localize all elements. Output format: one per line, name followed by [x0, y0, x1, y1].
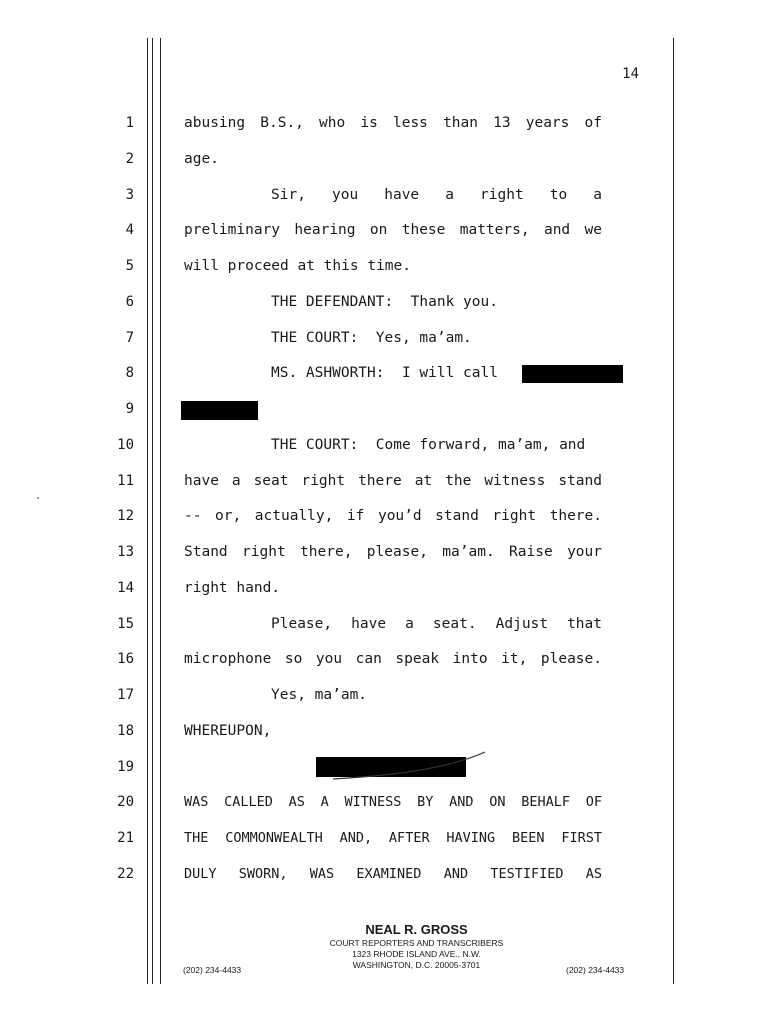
transcript-line: 22 DULY SWORN, WAS EXAMINED AND TESTIFIED… — [0, 862, 768, 886]
line-number: 16 — [117, 651, 134, 668]
transcript-line: 5 will proceed at this time. — [0, 254, 768, 278]
transcript-line: 12 -- or, actually, if you’d stand right … — [0, 504, 768, 528]
line-text: microphone so you can speak into it, ple… — [184, 651, 602, 668]
line-number: 13 — [117, 544, 134, 560]
transcript-line: 21 THE COMMONWEALTH AND, AFTER HAVING BEE… — [0, 826, 768, 850]
page-number: 14 — [622, 66, 639, 82]
line-number: 2 — [125, 150, 134, 167]
line-text: Stand right there, please, ma’am. Raise … — [184, 544, 602, 560]
line-number: 8 — [125, 365, 134, 382]
line-number: 9 — [125, 401, 134, 417]
transcript-line: 19 — [0, 755, 768, 779]
reporter-name: NEAL R. GROSS — [365, 922, 468, 937]
line-number: 12 — [117, 508, 134, 525]
line-number: 21 — [117, 830, 134, 846]
reporter-phone-right: (202) 234-4433 — [566, 965, 625, 975]
left-margin-rule-inner — [160, 38, 161, 984]
transcript-line: 16 microphone so you can speak into it, p… — [0, 647, 768, 671]
line-text: WAS CALLED AS A WITNESS BY AND ON BEHALF… — [184, 794, 602, 811]
transcript-line: 15 Please, have a seat. Adjust that — [0, 612, 768, 636]
line-number: 20 — [117, 794, 134, 811]
line-number: 14 — [117, 579, 134, 596]
line-number: 10 — [117, 436, 134, 453]
line-number: 6 — [125, 293, 134, 310]
line-number: 5 — [125, 258, 134, 274]
transcript-line: 2 age. — [0, 147, 768, 171]
line-text: age. — [184, 150, 219, 167]
right-margin-rule — [673, 38, 674, 984]
line-number: 7 — [125, 329, 134, 346]
left-margin-rule-middle — [152, 38, 153, 984]
transcript-line: 14 right hand. — [0, 576, 768, 600]
line-text: DULY SWORN, WAS EXAMINED AND TESTIFIED A… — [184, 865, 602, 882]
line-number: 18 — [117, 722, 134, 739]
transcript-line: 4 preliminary hearing on these matters, a… — [0, 218, 768, 242]
line-number: 19 — [117, 758, 134, 775]
line-text: WHEREUPON, — [184, 722, 272, 739]
line-text: MS. ASHWORTH: I will call — [271, 365, 498, 382]
transcript-line: 10 THE COURT: Come forward, ma’am, and — [0, 433, 768, 457]
line-text: Yes, ma’am. — [271, 687, 368, 703]
line-number: 15 — [117, 615, 134, 632]
pen-stroke-mark — [332, 751, 486, 780]
line-text: abusing B.S., who is less than 13 years … — [184, 115, 602, 131]
redaction-box — [181, 401, 258, 420]
line-text: THE COURT: Yes, ma’am. — [271, 329, 472, 346]
reporter-address-street: 1323 RHODE ISLAND AVE., N.W. — [352, 949, 481, 959]
line-number: 17 — [117, 687, 134, 703]
transcript-line: 7 THE COURT: Yes, ma’am. — [0, 326, 768, 350]
line-text: -- or, actually, if you’d stand right th… — [184, 508, 602, 525]
line-text: right hand. — [184, 579, 281, 596]
transcript-line: 11 have a seat right there at the witness… — [0, 469, 768, 493]
scan-speck — [37, 497, 39, 499]
transcript-line: 20 WAS CALLED AS A WITNESS BY AND ON BEHA… — [0, 790, 768, 814]
reporter-footer: NEAL R. GROSS COURT REPORTERS AND TRANSC… — [160, 922, 673, 971]
transcript-line: 17 Yes, ma’am. — [0, 683, 768, 707]
transcript-line: 3 Sir, you have a right to a — [0, 183, 768, 207]
line-number: 4 — [125, 222, 134, 239]
line-text: Sir, you have a right to a — [271, 186, 602, 203]
line-text: THE COMMONWEALTH AND, AFTER HAVING BEEN … — [184, 830, 602, 846]
transcript-line: 18 WHEREUPON, — [0, 719, 768, 743]
line-number: 1 — [125, 115, 134, 131]
reporter-phone-left: (202) 234-4433 — [183, 965, 242, 975]
line-text: THE COURT: Come forward, ma’am, and — [271, 436, 586, 453]
line-text: have a seat right there at the witness s… — [184, 472, 602, 489]
transcript-line: 6 THE DEFENDANT: Thank you. — [0, 290, 768, 314]
line-text: will proceed at this time. — [184, 258, 411, 274]
line-number: 3 — [125, 186, 134, 203]
line-text: preliminary hearing on these matters, an… — [184, 222, 602, 239]
line-text: Please, have a seat. Adjust that — [271, 615, 602, 632]
transcript-line: 9 — [0, 397, 768, 421]
transcript-line: 8 MS. ASHWORTH: I will call — [0, 361, 768, 385]
transcript-line: 13 Stand right there, please, ma’am. Rais… — [0, 540, 768, 564]
redaction-box — [522, 365, 623, 383]
transcript-line: 1 abusing B.S., who is less than 13 years… — [0, 111, 768, 135]
reporter-subtitle: COURT REPORTERS AND TRANSCRIBERS — [329, 938, 504, 948]
redaction-box — [316, 757, 466, 777]
reporter-address-city: WASHINGTON, D.C. 20005-3701 — [352, 960, 481, 970]
line-text: THE DEFENDANT: Thank you. — [271, 293, 498, 310]
line-number: 22 — [117, 865, 134, 882]
line-number: 11 — [117, 472, 134, 489]
left-margin-rule-outer — [147, 38, 148, 984]
